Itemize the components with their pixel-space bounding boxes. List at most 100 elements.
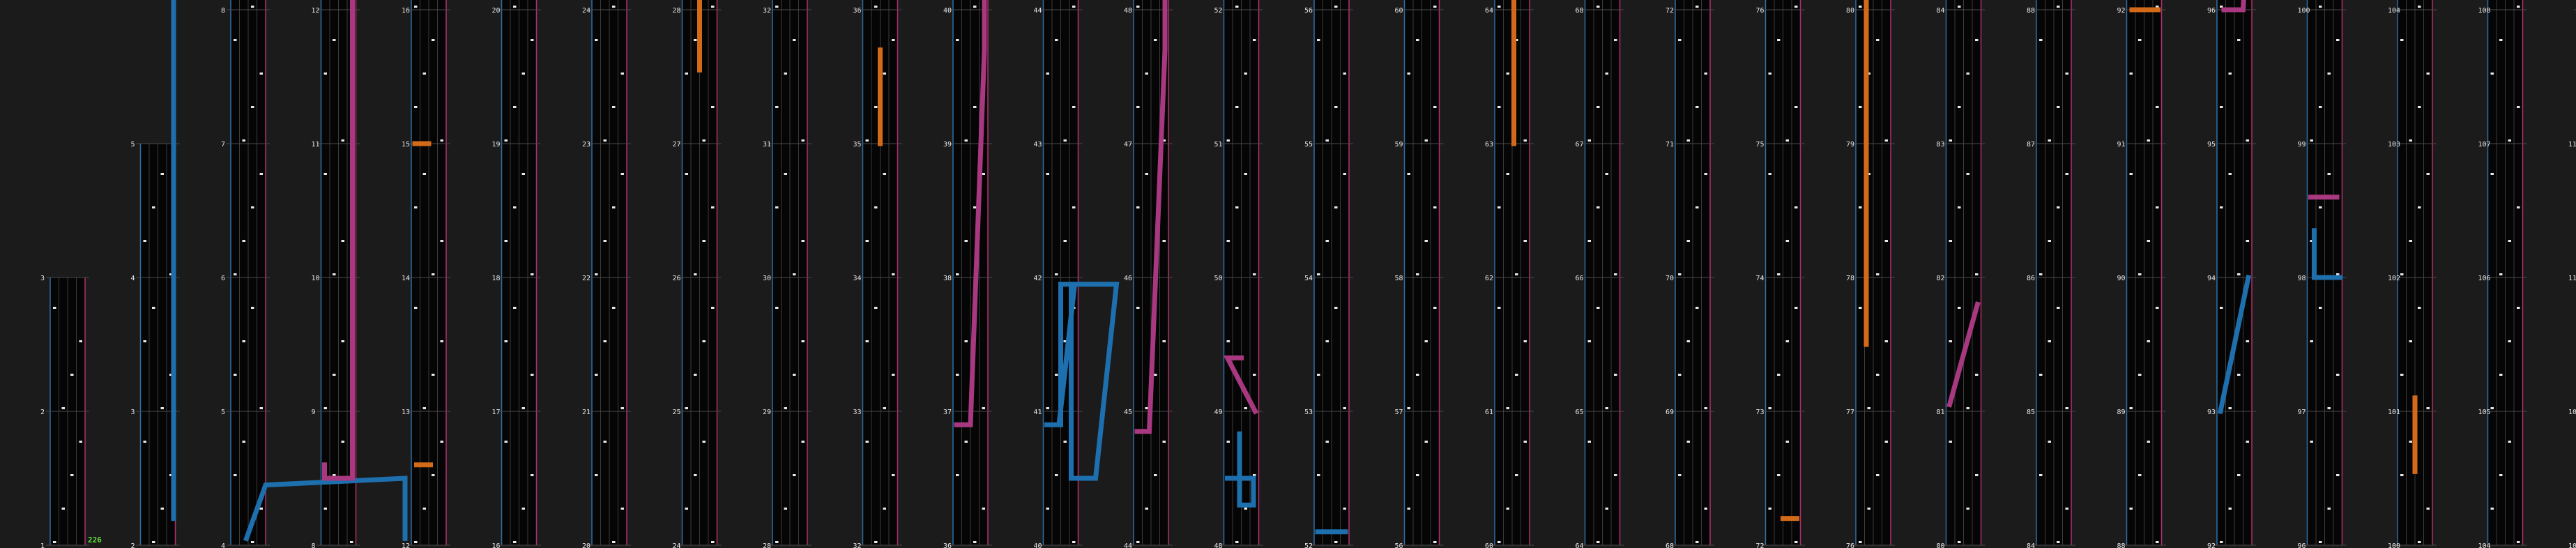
step-note [323,508,327,510]
step-note [432,39,435,41]
step-note [1063,441,1067,443]
step-note [70,374,74,376]
step-note [1145,508,1148,510]
step-note [801,139,805,142]
step-note [2490,407,2494,409]
step-note [251,307,254,309]
measure-label: 54 [1304,275,1313,282]
measure-label: 86 [2027,275,2035,282]
step-note [2409,240,2412,242]
measure-label: 17 [492,409,501,416]
step-note [70,474,74,476]
step-note [259,173,263,175]
step-note [323,73,327,75]
step-note [1859,6,1862,8]
step-note [1867,508,1870,510]
step-note [1695,6,1699,8]
step-note [956,39,959,41]
step-note [1072,206,1076,208]
step-note [1433,106,1437,108]
step-note [1497,206,1501,208]
step-note [1695,106,1699,108]
step-note [440,340,443,342]
step-note [1497,541,1501,543]
step-note [1253,474,1256,476]
step-note [2508,441,2511,443]
step-note [685,73,688,75]
step-note [323,407,327,409]
step-note [1686,441,1690,443]
step-note [1424,139,1428,142]
step-note [784,407,787,409]
step-note [1334,6,1338,8]
measure-label: 92 [2117,7,2126,15]
measure-label: 80 [1846,7,1854,15]
measure-label: 25 [673,409,681,416]
step-note [612,6,616,8]
step-note [865,139,869,142]
step-note [1966,407,1969,409]
measure-label: 23 [582,141,590,149]
step-note [603,240,607,242]
step-note [775,541,779,543]
step-note [1966,73,1969,75]
step-note [1046,407,1049,409]
measure-label: 111 [2568,141,2576,149]
step-note [341,340,344,342]
step-note [1343,508,1346,510]
step-note [1253,39,1256,41]
step-note [2490,73,2494,75]
step-note [2400,273,2404,275]
step-note [1785,240,1789,242]
measure-label: 55 [1304,141,1313,149]
step-note [1695,541,1699,543]
step-note [1794,307,1798,309]
step-note [2048,139,2051,142]
measure-label: 5 [131,141,135,149]
measure-label: 87 [2027,141,2035,149]
step-note [143,340,146,342]
measure-label: 72 [1666,7,1674,15]
step-note [1136,307,1140,309]
measure-label: 71 [1666,141,1674,149]
step-note [61,407,65,409]
step-note [1523,240,1527,242]
measure-label: 64 [1485,7,1493,15]
step-note [2138,273,2142,275]
step-note [341,139,344,142]
step-note [1768,73,1771,75]
step-note [956,374,959,376]
step-note [1704,508,1707,510]
measure-label: 84 [1937,7,1945,15]
pink-hold [2221,0,2246,13]
measure-label: 1 [40,542,45,548]
measure-label: 28 [673,7,681,15]
step-note [1226,139,1230,142]
step-note [1055,273,1058,275]
step-note [2319,307,2322,309]
step-note [1975,374,1979,376]
measure-label: 75 [1756,141,1765,149]
step-note [1407,407,1410,409]
step-note [1884,441,1888,443]
step-note [892,374,895,376]
step-note [242,441,245,443]
measure-label: 64 [1576,542,1584,548]
step-note [2065,173,2068,175]
measure-label: 60 [1485,542,1493,548]
measure-label: 100 [2388,542,2400,548]
step-note [964,441,968,443]
step-note [892,39,895,41]
step-note [1154,39,1157,41]
measure-label: 40 [943,7,952,15]
step-note [152,541,155,543]
step-note [1704,173,1707,175]
step-note [2336,474,2340,476]
measure-label: 81 [1937,409,1945,416]
step-note [1162,240,1166,242]
step-note [531,39,534,41]
step-note [1235,6,1239,8]
step-note [1768,173,1771,175]
measure-label: 108 [2478,7,2491,15]
measure-label: 46 [1124,275,1132,282]
